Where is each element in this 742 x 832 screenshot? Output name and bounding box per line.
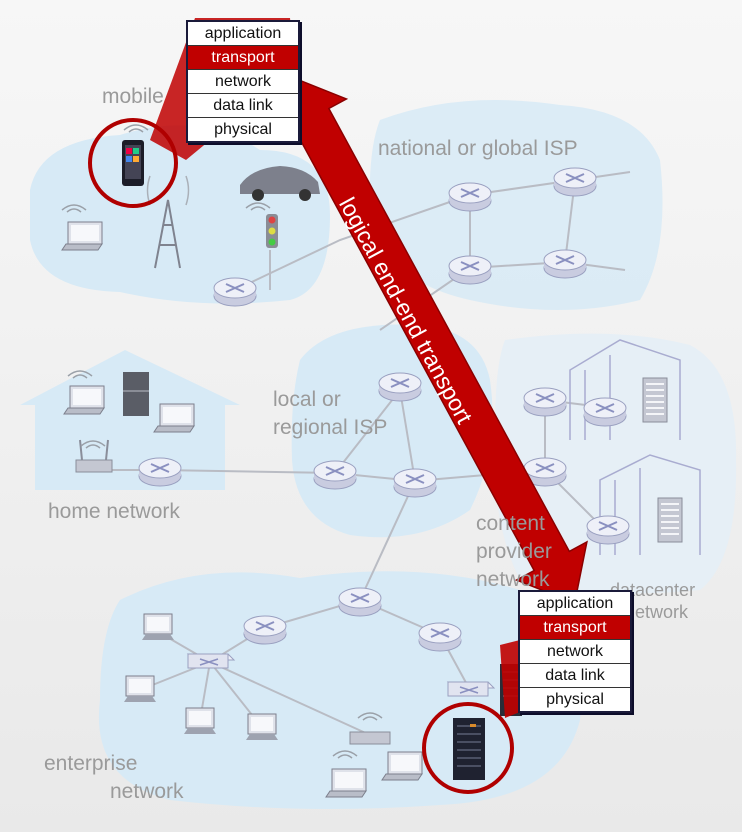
home-network-label: home network <box>48 500 180 523</box>
router-icon <box>553 167 597 197</box>
content-provider-label-line2: provider <box>476 540 552 563</box>
server-highlight-circle <box>422 702 514 794</box>
datacenter-building-icon <box>569 339 701 555</box>
datacenter-label-line2: network <box>625 602 689 622</box>
stack-layer-application: application <box>520 592 630 616</box>
top-protocol-stack: application transport network data link … <box>186 20 300 143</box>
router-icon <box>583 397 627 427</box>
traffic-light-icon <box>266 214 278 248</box>
router-icon <box>338 587 382 617</box>
router-icon <box>448 255 492 285</box>
laptop-icon <box>61 221 103 251</box>
server-icon <box>642 377 668 423</box>
stack-layer-transport: transport <box>188 46 298 70</box>
router-icon <box>448 182 492 212</box>
bottom-protocol-stack: application transport network data link … <box>518 590 632 713</box>
laptop-icon <box>325 768 367 798</box>
isp-region <box>369 100 663 310</box>
stack-layer-application: application <box>188 22 298 46</box>
stack-layer-physical: physical <box>214 121 272 138</box>
phone-highlight-circle <box>88 118 178 208</box>
laptop-icon <box>381 751 423 781</box>
router-icon <box>523 387 567 417</box>
enterprise-network-label-line1: enterprise <box>44 752 138 775</box>
router-icon <box>393 468 437 498</box>
content-provider-label-line1: content <box>476 512 545 535</box>
stack-layer-network: network <box>188 70 298 94</box>
desktop-icon <box>183 707 217 735</box>
cell-tower-icon <box>146 175 190 269</box>
router-icon <box>378 372 422 402</box>
stack-layer-physical: physical <box>546 691 604 708</box>
local-isp-label-line1: local or <box>273 388 341 411</box>
desktop-icon <box>123 372 149 416</box>
router-icon <box>543 249 587 279</box>
switch-icon <box>447 681 495 697</box>
router-icon <box>586 515 630 545</box>
desktop-icon <box>141 613 175 641</box>
mobile-network-region <box>30 125 330 304</box>
router-icon <box>138 457 182 487</box>
callout-wedge-bottom <box>500 640 520 718</box>
content-provider-label-line3: network <box>476 568 550 591</box>
smartphone-icon <box>122 140 144 186</box>
national-isp-label: national or global ISP <box>378 137 578 160</box>
wifi-access-point-icon <box>349 731 391 745</box>
laptop-icon <box>63 385 105 415</box>
desktop-icon <box>245 713 279 741</box>
mobile-network-label: mobile <box>102 85 164 108</box>
desktop-icon <box>123 675 157 703</box>
enterprise-network-label-line2: network <box>110 780 184 803</box>
router-icon <box>313 460 357 490</box>
router-icon <box>418 622 462 652</box>
stack-layer-data-link: data link <box>188 94 298 118</box>
wifi-access-point-icon <box>75 439 113 473</box>
switch-icon <box>187 653 235 669</box>
stack-layer-transport: transport <box>520 616 630 640</box>
local-isp-label-line2: regional ISP <box>273 416 388 439</box>
server-icon <box>453 718 485 780</box>
home-network-house <box>20 350 240 490</box>
car-icon <box>240 166 320 201</box>
router-icon <box>213 277 257 307</box>
stack-layer-data-link: data link <box>520 664 630 688</box>
router-icon <box>243 615 287 645</box>
laptop-icon <box>153 403 195 433</box>
stack-layer-network: network <box>520 640 630 664</box>
server-icon <box>657 497 683 543</box>
